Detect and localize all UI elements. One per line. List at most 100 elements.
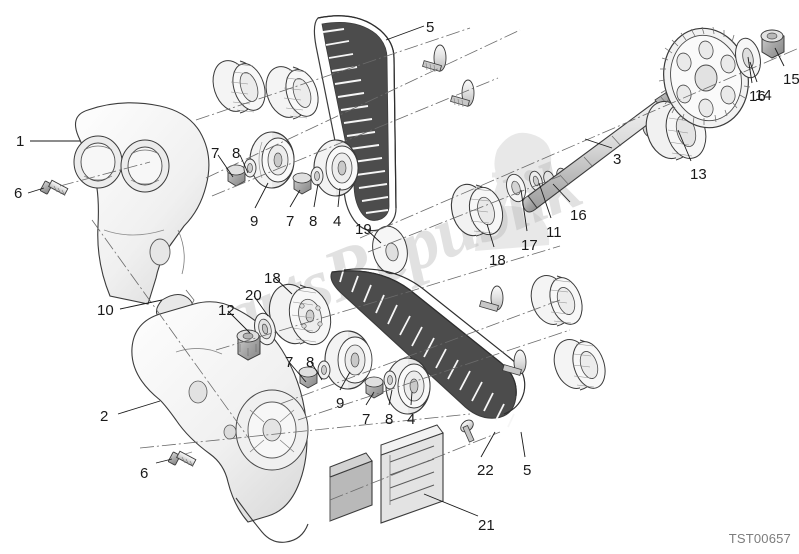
callout-5a: 5: [426, 19, 435, 36]
part-code: TST00657: [728, 531, 791, 546]
pulley-nut-upper-b: [292, 172, 312, 195]
callout-22: 22: [477, 462, 494, 479]
mount-stud-upper-a: [422, 44, 447, 73]
leader-6a: [27, 187, 45, 194]
belt-drive-pulley-lower: [268, 283, 332, 346]
leader-21: [423, 493, 479, 517]
callout-8c: 8: [306, 354, 315, 371]
callout-3: 3: [613, 151, 622, 168]
centerlines: [59, 27, 799, 501]
pulley-lock-nut-12: [236, 329, 261, 361]
callout-5b: 5: [523, 462, 532, 479]
callout-9b: 9: [336, 395, 345, 412]
leader-5b: [520, 431, 526, 458]
leader-7c: [288, 361, 307, 383]
leader-8b: [313, 183, 319, 208]
callout-8b: 8: [309, 213, 318, 230]
leader-7d: [365, 391, 375, 406]
leader-5a: [385, 25, 425, 41]
idler-pulley-upper: [313, 139, 359, 197]
leader-12: [227, 310, 251, 334]
leader-3: [584, 138, 613, 149]
callout-7d: 7: [362, 411, 371, 428]
pulley-washer-lower-b: [383, 370, 397, 390]
leader-8d: [388, 389, 393, 406]
leader-11: [538, 182, 552, 219]
cover-screw-upper: [40, 179, 69, 197]
callout-16a: 16: [570, 207, 587, 224]
cam-pulley-top-left-a: [212, 60, 266, 114]
mount-stud-lower-b: [502, 349, 527, 376]
leader-2: [117, 400, 161, 415]
guard-screw-22: [460, 419, 475, 443]
drive-gear-large: [658, 26, 753, 129]
idler-pulley-lower: [385, 357, 431, 415]
leader-8c: [310, 361, 323, 381]
pulley-washer-upper-b: [310, 166, 324, 186]
callout-19: 19: [355, 221, 372, 238]
callout-1: 1: [16, 133, 25, 150]
leader-16b: [747, 56, 753, 84]
callout-8d: 8: [385, 411, 394, 428]
leader-4a: [337, 187, 341, 208]
leader-9b: [339, 371, 351, 391]
shaft-nut-15: [760, 29, 785, 59]
callout-7c: 7: [285, 354, 294, 371]
pulley-washer-lower-a: [317, 360, 331, 380]
watermark-logo: [475, 132, 552, 251]
leader-15: [774, 47, 785, 67]
callout-18a: 18: [489, 252, 506, 269]
shaft-spacer-11: [529, 170, 543, 192]
belt-cover-lower: [131, 301, 309, 543]
callout-4a: 4: [333, 213, 342, 230]
tensioner-pulley-lower: [324, 330, 373, 390]
leader-17: [520, 189, 528, 232]
leader-20: [253, 295, 269, 317]
callout-7b: 7: [286, 213, 295, 230]
callout-18b: 18: [264, 270, 281, 287]
leader-18a: [486, 223, 495, 248]
cam-pulley-right-b: [553, 339, 606, 391]
leader-6b: [155, 458, 173, 464]
callout-9a: 9: [250, 213, 259, 230]
leader-13: [677, 129, 692, 162]
callout-8a: 8: [232, 145, 241, 162]
callout-17: 17: [521, 237, 538, 254]
callout-7a: 7: [211, 145, 220, 162]
cam-pulley-top-left-b: [265, 66, 319, 120]
timing-belt-upper: [313, 15, 397, 232]
leader-7a: [217, 154, 234, 178]
pulley-nut-upper-a: [226, 164, 246, 187]
leader-9a: [254, 182, 269, 209]
leader-14: [749, 61, 758, 83]
pulley-nut-lower-b: [364, 376, 384, 399]
callout-20: 20: [245, 287, 262, 304]
callout-16b: 16: [749, 88, 766, 105]
leader-7b: [289, 189, 301, 208]
callout-6a: 6: [14, 185, 23, 202]
callout-11: 11: [546, 224, 562, 241]
callout-10: 10: [97, 302, 114, 319]
leader-22: [480, 431, 496, 458]
callout-leader-lines: [27, 25, 785, 517]
callout-21: 21: [478, 517, 495, 534]
mount-stud-upper-b: [450, 79, 475, 108]
callout-14: 14: [755, 87, 772, 104]
tensioner-pulley-upper: [249, 131, 295, 189]
leader-4b: [410, 391, 413, 406]
cover-screw-lower: [168, 450, 197, 468]
leader-18b: [274, 277, 293, 295]
belt-guard-plate-right: [380, 424, 444, 524]
leader-8a: [239, 154, 249, 174]
callout-12: 12: [218, 302, 235, 319]
belt-drive-pulley-upper: [450, 183, 504, 237]
callout-15: 15: [783, 71, 799, 88]
pulley-washer-upper-a: [243, 158, 257, 178]
callout-13: 13: [690, 166, 707, 183]
callout-4b: 4: [407, 411, 416, 428]
leader-19: [365, 228, 382, 244]
shaft-washer-17: [506, 173, 526, 203]
mount-stud-lower-a: [479, 285, 504, 312]
